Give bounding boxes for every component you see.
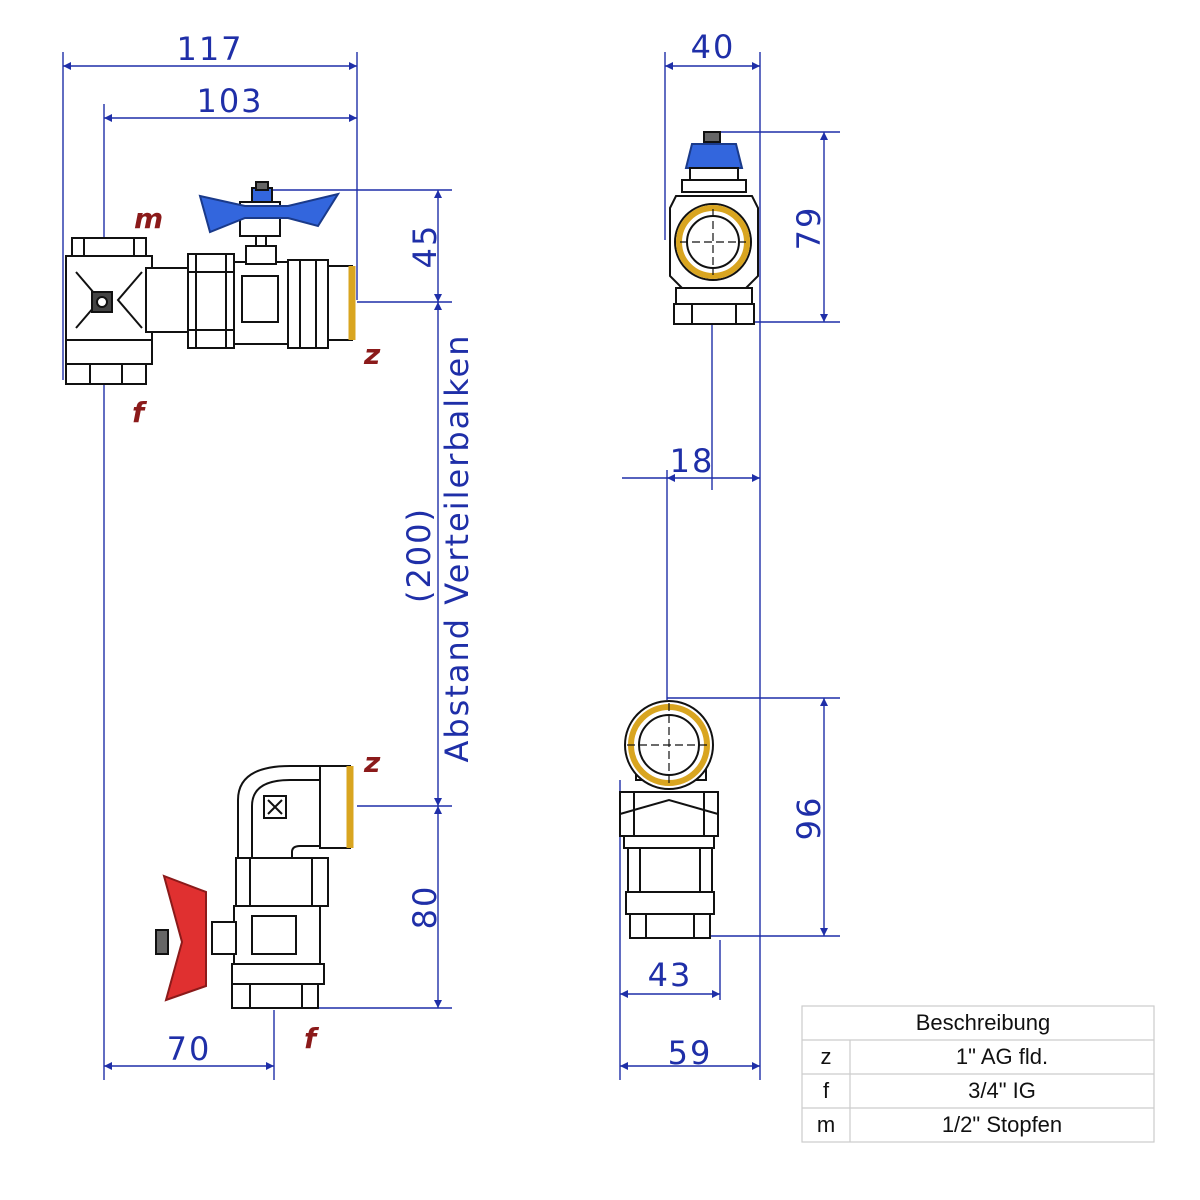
legend-header: Beschreibung: [916, 1010, 1051, 1035]
dim-return-height: 80: [406, 885, 444, 930]
dim-side-width-top: 40: [691, 28, 736, 66]
dim-side-width-inner: 43: [648, 956, 693, 994]
legend-desc-f: 3/4" IG: [968, 1078, 1036, 1103]
legend-code-m: m: [817, 1112, 835, 1137]
legend-code-f: f: [823, 1078, 830, 1103]
legend-desc-m: 1/2" Stopfen: [942, 1112, 1062, 1137]
supply-valve-side: [669, 131, 759, 325]
dim-handle-height: 45: [406, 224, 444, 269]
supply-valve-front: [65, 181, 356, 385]
port-label-f-top: f: [132, 396, 148, 429]
dimension-texts: 117 103 45 (200) Abstand Verteilerbalken…: [167, 28, 828, 1072]
return-valve-front: [155, 765, 354, 1009]
dim-distance-value: (200): [400, 507, 438, 603]
legend-desc-z: 1" AG fld.: [956, 1044, 1048, 1069]
dim-side-height-top: 79: [790, 206, 828, 251]
dim-return-offset: 70: [167, 1030, 212, 1068]
dim-side-width-bottom: 59: [668, 1034, 713, 1072]
dim-width-to-stub: 103: [196, 82, 263, 120]
dim-side-height-bottom: 96: [790, 796, 828, 841]
return-valve-side: [619, 700, 719, 939]
legend-code-z: z: [821, 1044, 832, 1069]
port-label-z-top: z: [363, 338, 381, 371]
port-label-f-bottom: f: [304, 1022, 320, 1055]
port-label-z-bottom: z: [363, 746, 381, 779]
dim-overall-width: 117: [176, 30, 243, 68]
dim-side-offset: 18: [670, 442, 715, 480]
dimension-lines: [62, 52, 840, 1080]
port-label-m: m: [134, 202, 163, 235]
port-labels: m f z z f: [132, 202, 381, 1055]
dim-distance-caption: Abstand Verteilerbalken: [438, 333, 476, 762]
legend-table: Beschreibung z 1" AG fld. f 3/4" IG m 1/…: [801, 1005, 1155, 1143]
